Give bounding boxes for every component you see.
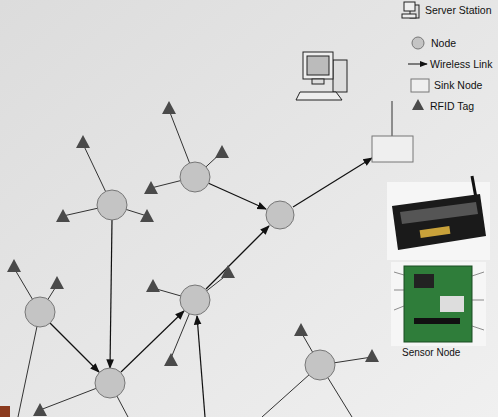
server-computer <box>296 52 347 100</box>
legend-text: Node <box>431 37 456 50</box>
legend-text: RFID Tag <box>430 100 474 113</box>
legend-text: Wireless Link <box>430 58 492 71</box>
corner-mark <box>0 406 10 417</box>
tag-links <box>14 101 392 417</box>
sensor-nodes <box>25 162 335 398</box>
photo-caption: Sensor Node <box>402 347 460 359</box>
rfid-tags <box>7 101 379 416</box>
legend-text: Server Station <box>425 4 492 17</box>
legend-text: Sink Node <box>434 79 482 92</box>
sink-node <box>372 136 413 162</box>
sensor-photos <box>387 176 490 346</box>
legend-samples <box>402 2 429 110</box>
wireless-links <box>50 158 372 417</box>
